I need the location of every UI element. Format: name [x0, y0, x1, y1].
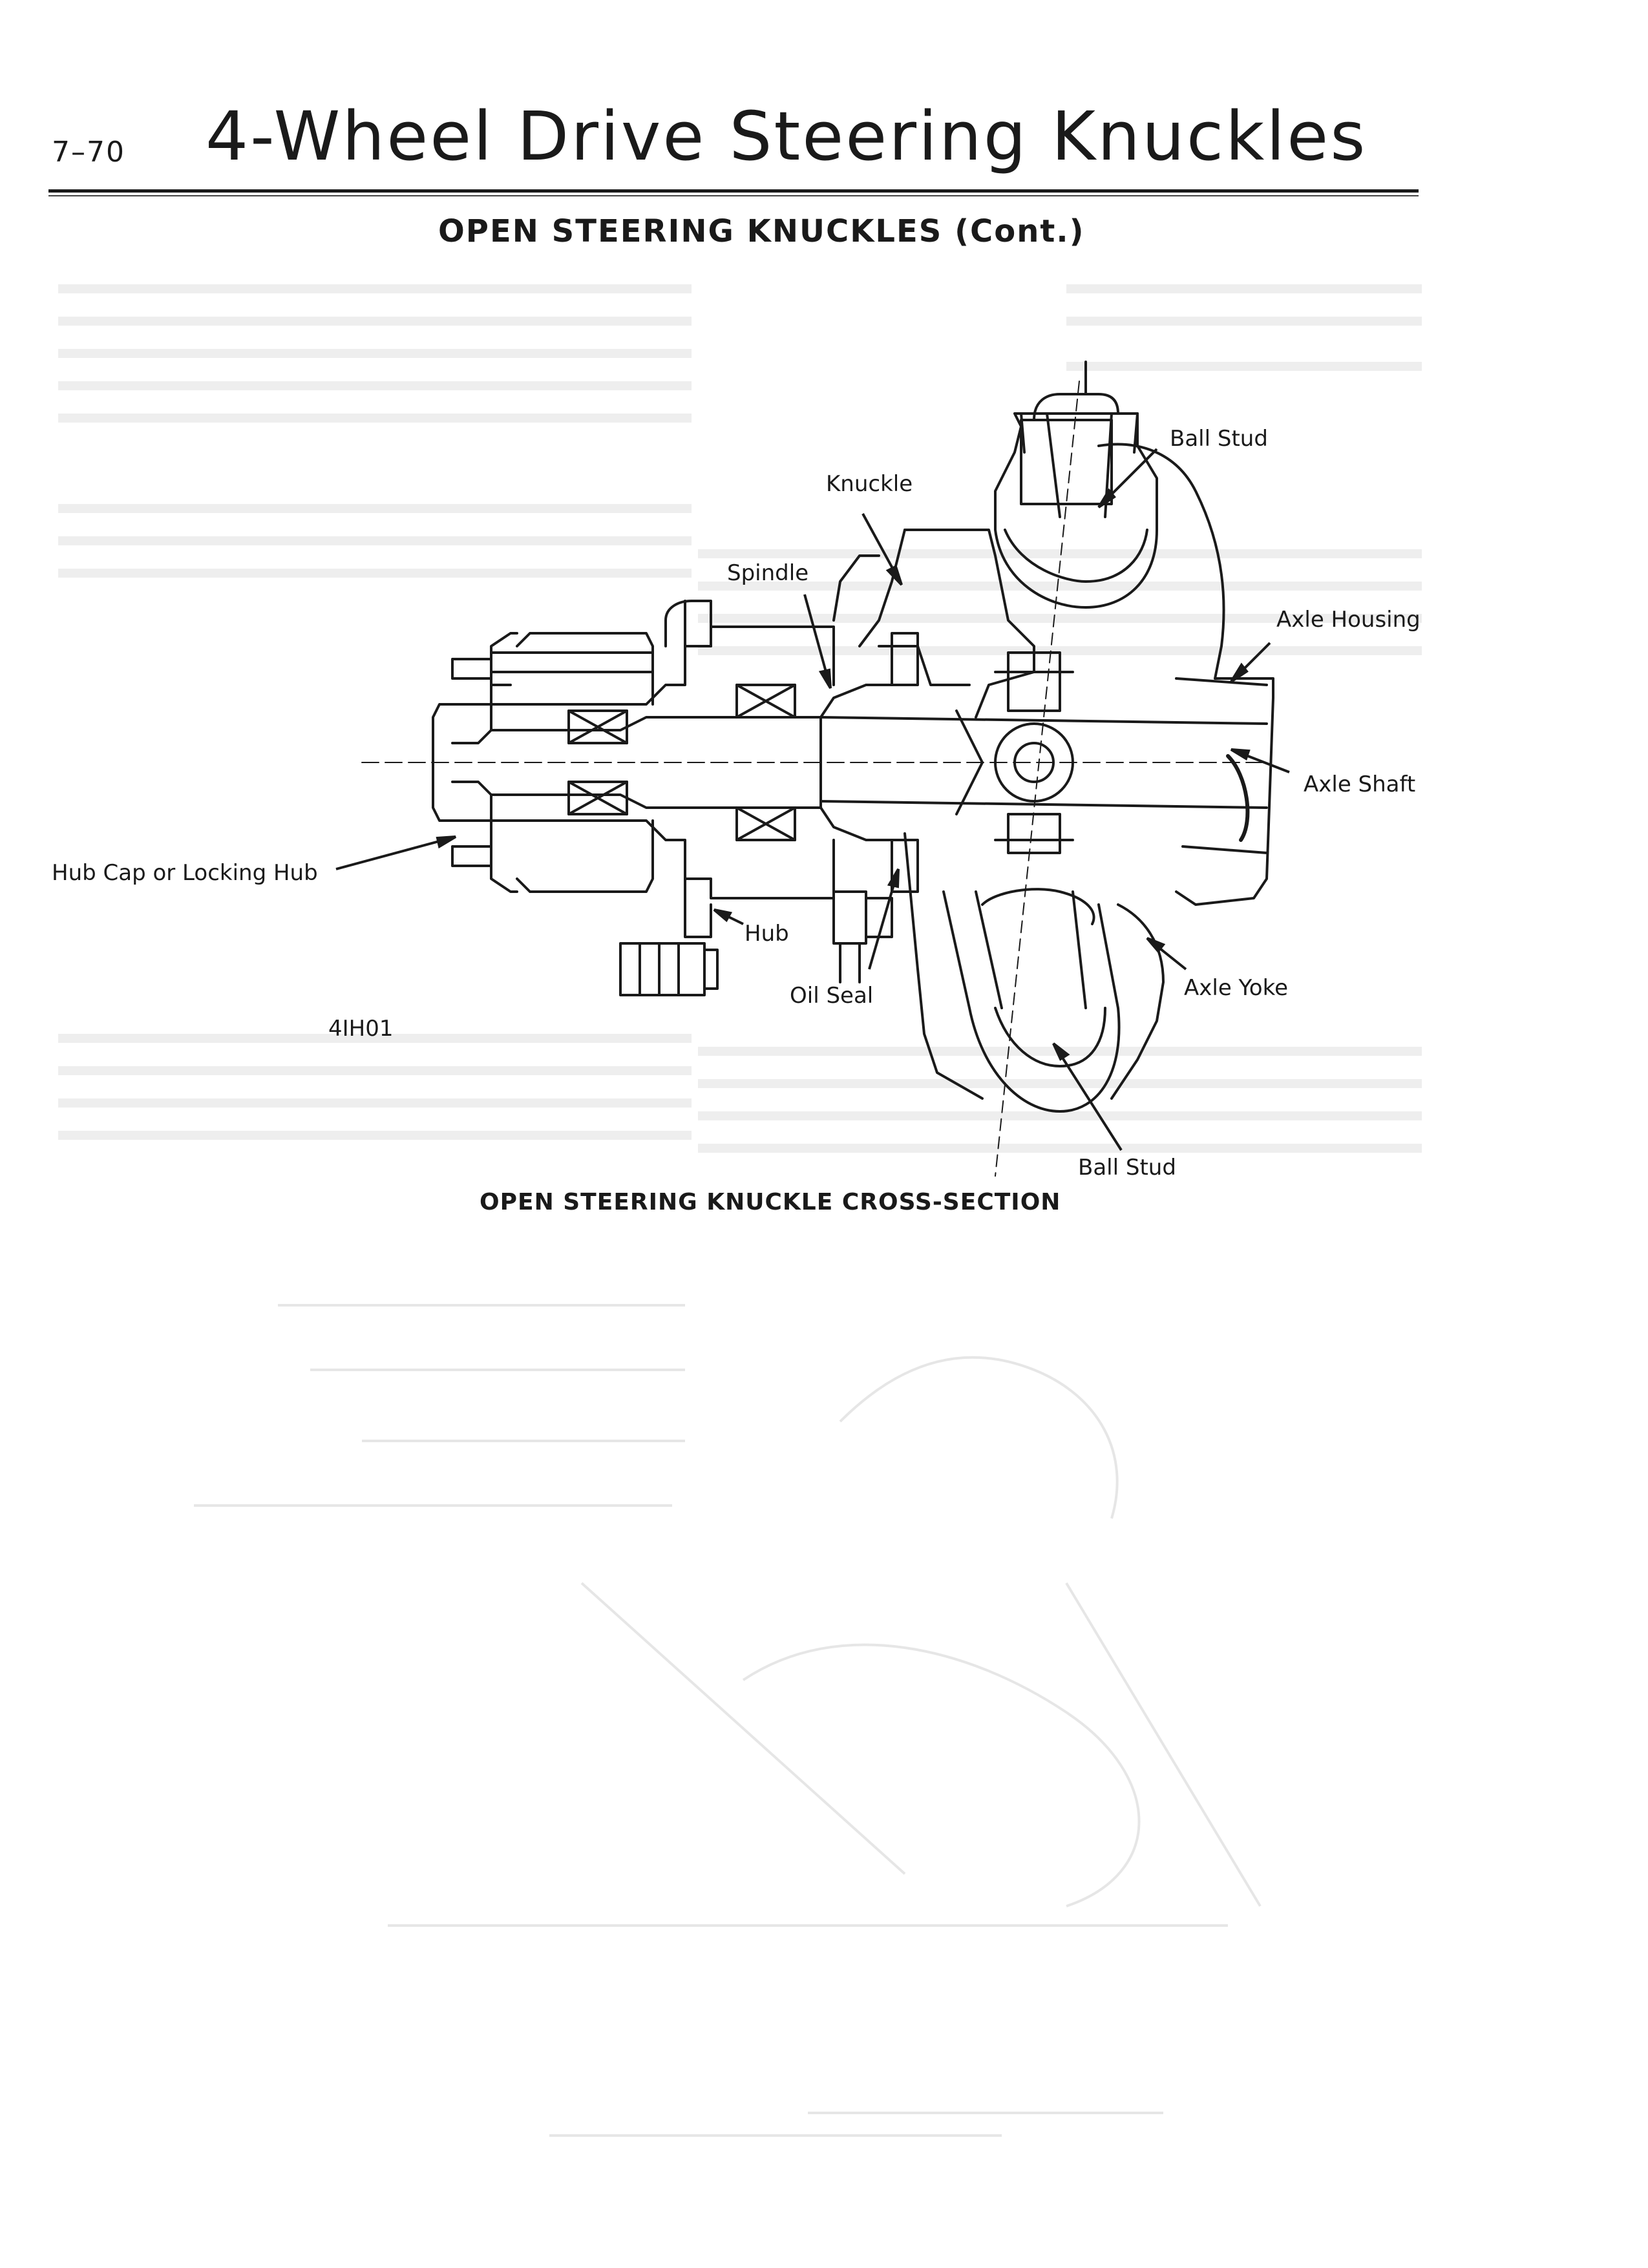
leader-lines — [335, 448, 1290, 1151]
axle-housing-outline — [1097, 443, 1274, 906]
kingpin-axis — [995, 381, 1080, 1177]
diagram-drawing — [361, 361, 1274, 1177]
page-title: 4-Wheel Drive Steering Knuckles — [206, 97, 1368, 176]
label-ball-stud-bottom: Ball Stud — [1078, 1155, 1176, 1181]
outer-bearing-lower — [567, 781, 628, 815]
figure-caption: OPEN STEERING KNUCKLE CROSS-SECTION — [480, 1189, 1061, 1215]
inner-bearing-upper — [735, 684, 796, 719]
axle-shaft-outline — [819, 716, 1268, 809]
axle-yoke-outline — [1110, 903, 1165, 1100]
oil-seal — [891, 839, 919, 893]
label-axle-housing: Axle Housing — [1276, 607, 1421, 633]
top-wheel-bolt — [490, 651, 654, 673]
label-spindle: Spindle — [727, 560, 808, 586]
section-heading: OPEN STEERING KNUCKLES (Cont.) — [438, 213, 1085, 249]
label-axle-shaft: Axle Shaft — [1304, 772, 1415, 797]
hub-cap-outline — [432, 703, 454, 822]
label-axle-yoke: Axle Yoke — [1184, 975, 1288, 1001]
label-ball-stud-top: Ball Stud — [1170, 426, 1268, 452]
figure-code: 4IH01 — [328, 1016, 394, 1042]
title-rule — [48, 189, 1419, 196]
label-hub-cap-or-locking-hub: Hub Cap or Locking Hub — [52, 860, 318, 886]
caliper-bolt — [832, 890, 867, 945]
upper-ball-stud — [1020, 419, 1113, 505]
page-number: 7–70 — [52, 136, 125, 169]
label-hub: Hub — [745, 921, 789, 947]
knuckle-outline — [903, 529, 1035, 719]
hub-flange — [684, 877, 712, 938]
wheel-stud — [619, 942, 706, 996]
hub-outline — [451, 625, 835, 706]
label-knuckle: Knuckle — [826, 471, 913, 497]
label-oil-seal: Oil Seal — [790, 983, 873, 1009]
lower-ball-joint — [942, 890, 1121, 1113]
outer-bearing-upper — [567, 709, 628, 744]
upper-ball-joint — [994, 412, 1158, 609]
inner-bearing-lower — [735, 806, 796, 841]
